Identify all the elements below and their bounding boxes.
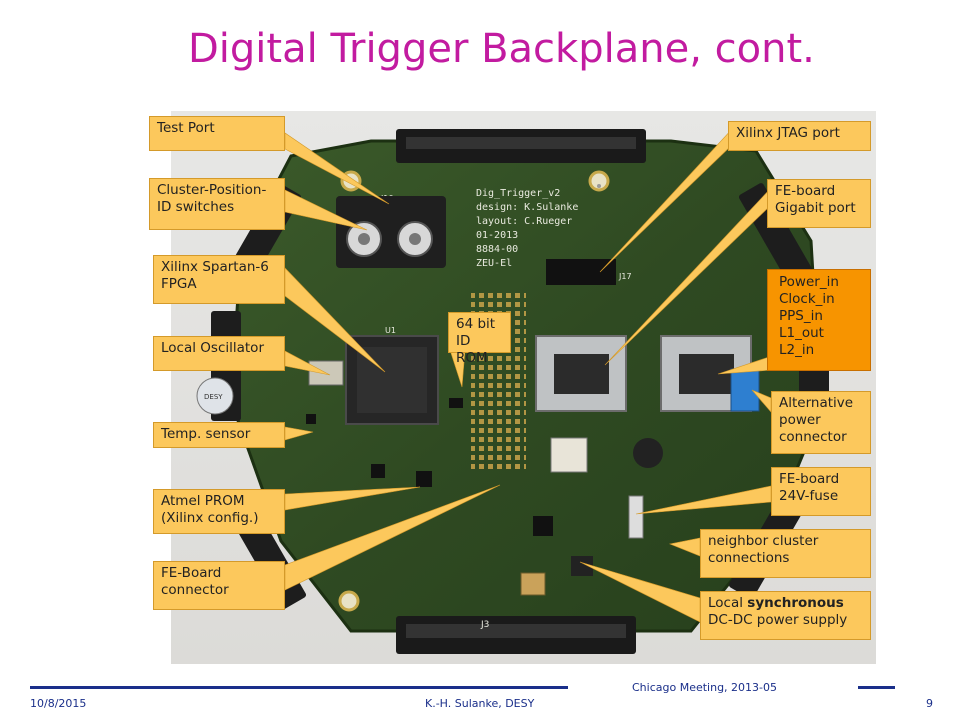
callout-atmel-prom-line1: Atmel PROM [161, 493, 245, 509]
callout-fe-board-fuse-line2: 24V-fuse [779, 488, 839, 504]
footer-rule-right [858, 686, 895, 689]
footer-author: K.-H. Sulanke, DESY [425, 697, 535, 710]
callout-atmel-prom: Atmel PROM (Xilinx config.) [153, 489, 285, 534]
callout-power-clock-signals: Power_in Clock_in PPS_in L1_out L2_in [767, 269, 871, 371]
callout-oscillator: Local Oscillator [153, 336, 285, 371]
slide-title: Digital Trigger Backplane, cont. [188, 26, 815, 72]
callout-id-rom-line1: 64 bit [456, 316, 496, 332]
callout-fe-board-fuse: FE-board 24V-fuse [771, 467, 871, 516]
callout-pps-in: PPS_in [779, 308, 823, 324]
footer-rule-left [30, 686, 568, 689]
silk-main: Dig_Trigger_v2 [476, 188, 560, 199]
callout-fe-board-connector-line1: FE-Board [161, 565, 222, 581]
callout-fe-gigabit-port: FE-board Gigabit port [767, 179, 871, 228]
silk-zeu: ZEU-El [476, 258, 512, 269]
callout-clock-in: Clock_in [779, 291, 835, 307]
silk-u1: U1 [385, 326, 396, 335]
callout-power-in: Power_in [779, 274, 839, 290]
callout-cluster-switches-line2: ID switches [157, 199, 235, 215]
callout-fe-board-fuse-line1: FE-board [779, 471, 840, 487]
callout-alternative-power-line2: power [779, 412, 821, 428]
silk-j17: J17 [618, 272, 632, 281]
callout-cluster-switches: Cluster-Position- ID switches [149, 178, 285, 230]
callout-temp-sensor: Temp. sensor [153, 422, 285, 448]
callout-jtag-port-label: Xilinx JTAG port [736, 125, 840, 141]
silk-code: 8884-00 [476, 244, 518, 255]
callout-neighbor-connections-line2: connections [708, 550, 790, 566]
callout-fe-gigabit-port-line2: Gigabit port [775, 200, 856, 216]
footer-meeting: Chicago Meeting, 2013-05 [632, 681, 778, 694]
callout-jtag-port: Xilinx JTAG port [728, 121, 871, 151]
callout-alternative-power-line1: Alternative [779, 395, 854, 411]
callout-fpga-line2: FPGA [161, 276, 197, 292]
footer-page-number: 9 [926, 697, 933, 710]
callout-id-rom: 64 bit ID ROM [448, 312, 511, 366]
callout-dcdc-supply: Local synchronous DC-DC power supply [700, 591, 871, 640]
silk-date: 01-2013 [476, 230, 518, 241]
callout-test-port-label: Test Port [157, 120, 215, 136]
callout-id-rom-line2: ID ROM [456, 333, 488, 366]
callout-cluster-switches-line1: Cluster-Position- [157, 182, 267, 198]
footer-date: 10/8/2015 [30, 697, 87, 710]
callout-l2-in: L2_in [779, 342, 815, 358]
callout-dcdc-supply-line1a: Local [708, 595, 748, 611]
callout-dcdc-supply-line1b: synchronous [747, 595, 844, 611]
callout-fe-board-connector: FE-Board connector [153, 561, 285, 610]
callout-oscillator-label: Local Oscillator [161, 340, 264, 356]
desy-logo-text: DESY [204, 393, 223, 401]
callout-alternative-power-line3: connector [779, 429, 847, 445]
silk-design: design: K.Sulanke [476, 202, 578, 213]
callout-dcdc-supply-line2: DC-DC power supply [708, 612, 848, 628]
callout-fe-board-connector-line2: connector [161, 582, 229, 598]
callout-neighbor-connections: neighbor cluster connections [700, 529, 871, 578]
callout-atmel-prom-line2: (Xilinx config.) [161, 510, 259, 526]
callout-fe-gigabit-port-line1: FE-board [775, 183, 836, 199]
callout-temp-sensor-label: Temp. sensor [161, 426, 251, 442]
callout-test-port: Test Port [149, 116, 285, 151]
silk-j3: J3 [480, 620, 489, 630]
callout-neighbor-connections-line1: neighbor cluster [708, 533, 819, 549]
callout-l1-out: L1_out [779, 325, 824, 341]
silk-layout: layout: C.Rueger [476, 216, 572, 227]
callout-fpga: Xilinx Spartan-6 FPGA [153, 255, 285, 304]
callout-fpga-line1: Xilinx Spartan-6 [161, 259, 269, 275]
callout-alternative-power: Alternative power connector [771, 391, 871, 454]
